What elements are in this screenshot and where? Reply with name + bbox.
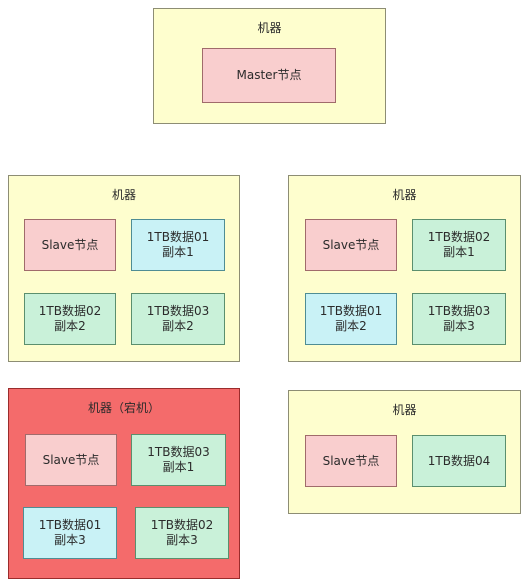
replica-label: 副本2 [162,319,194,333]
machine-label: 机器 [392,188,417,202]
slave-node-label: Slave节点 [41,237,99,252]
replica-label: 副本1 [162,460,195,474]
machine-b: 机器 Slave节点 1TB数据02 副本1 1TB数据01 副本2 1TB数据… [288,175,521,362]
machine-label: 机器 [257,21,282,35]
machine-label: 机器 [111,188,136,202]
replica-label: 副本3 [54,533,86,547]
replica-label: 副本3 [443,319,475,333]
machine-d: 机器 Slave节点 1TB数据04 [288,390,521,514]
data-block: 1TB数据01 副本2 [305,293,397,345]
data-block-name: 1TB数据04 [427,453,491,468]
data-block: 1TB数据03 副本1 [131,434,226,486]
replica-label: 副本3 [166,533,198,547]
data-block-name: 1TB数据02 [427,230,491,244]
data-block: 1TB数据02 副本1 [412,219,506,271]
machine-label: 机器 [392,403,417,417]
data-block-name: 1TB数据01 [319,304,383,318]
data-block-name: 1TB数据01 [146,230,210,244]
slave-node-label: Slave节点 [42,452,100,467]
data-block-name: 1TB数据03 [427,304,491,318]
slave-node: Slave节点 [305,435,397,487]
data-block-name: 1TB数据02 [38,304,102,318]
slave-node: Slave节点 [305,219,397,271]
data-block-name: 1TB数据03 [146,304,210,318]
data-block-name: 1TB数据01 [38,518,102,532]
machine-a: 机器 Slave节点 1TB数据01 副本1 1TB数据02 副本2 1TB数据… [8,175,240,362]
data-block: 1TB数据04 [412,435,506,487]
replica-label: 副本2 [335,319,367,333]
slave-node-label: Slave节点 [322,237,380,252]
data-block: 1TB数据01 副本3 [23,507,117,559]
data-block-name: 1TB数据02 [150,518,214,532]
data-block: 1TB数据03 副本2 [131,293,225,345]
replica-label: 副本2 [54,319,86,333]
slave-node: Slave节点 [25,434,117,486]
replica-label: 副本1 [162,245,194,259]
master-node-label: Master节点 [236,68,302,82]
master-node: Master节点 [202,48,336,103]
master-machine: 机器 Master节点 [153,8,386,124]
slave-node: Slave节点 [24,219,116,271]
slave-node-label: Slave节点 [322,453,380,468]
data-block: 1TB数据02 副本2 [24,293,116,345]
machine-down: 机器（宕机） Slave节点 1TB数据03 副本1 1TB数据01 副本3 1… [8,388,240,579]
data-block: 1TB数据02 副本3 [135,507,229,559]
data-block-name: 1TB数据03 [147,445,210,459]
replica-label: 副本1 [443,245,475,259]
data-block: 1TB数据01 副本1 [131,219,225,271]
machine-label: 机器（宕机） [87,401,160,415]
data-block: 1TB数据03 副本3 [412,293,506,345]
